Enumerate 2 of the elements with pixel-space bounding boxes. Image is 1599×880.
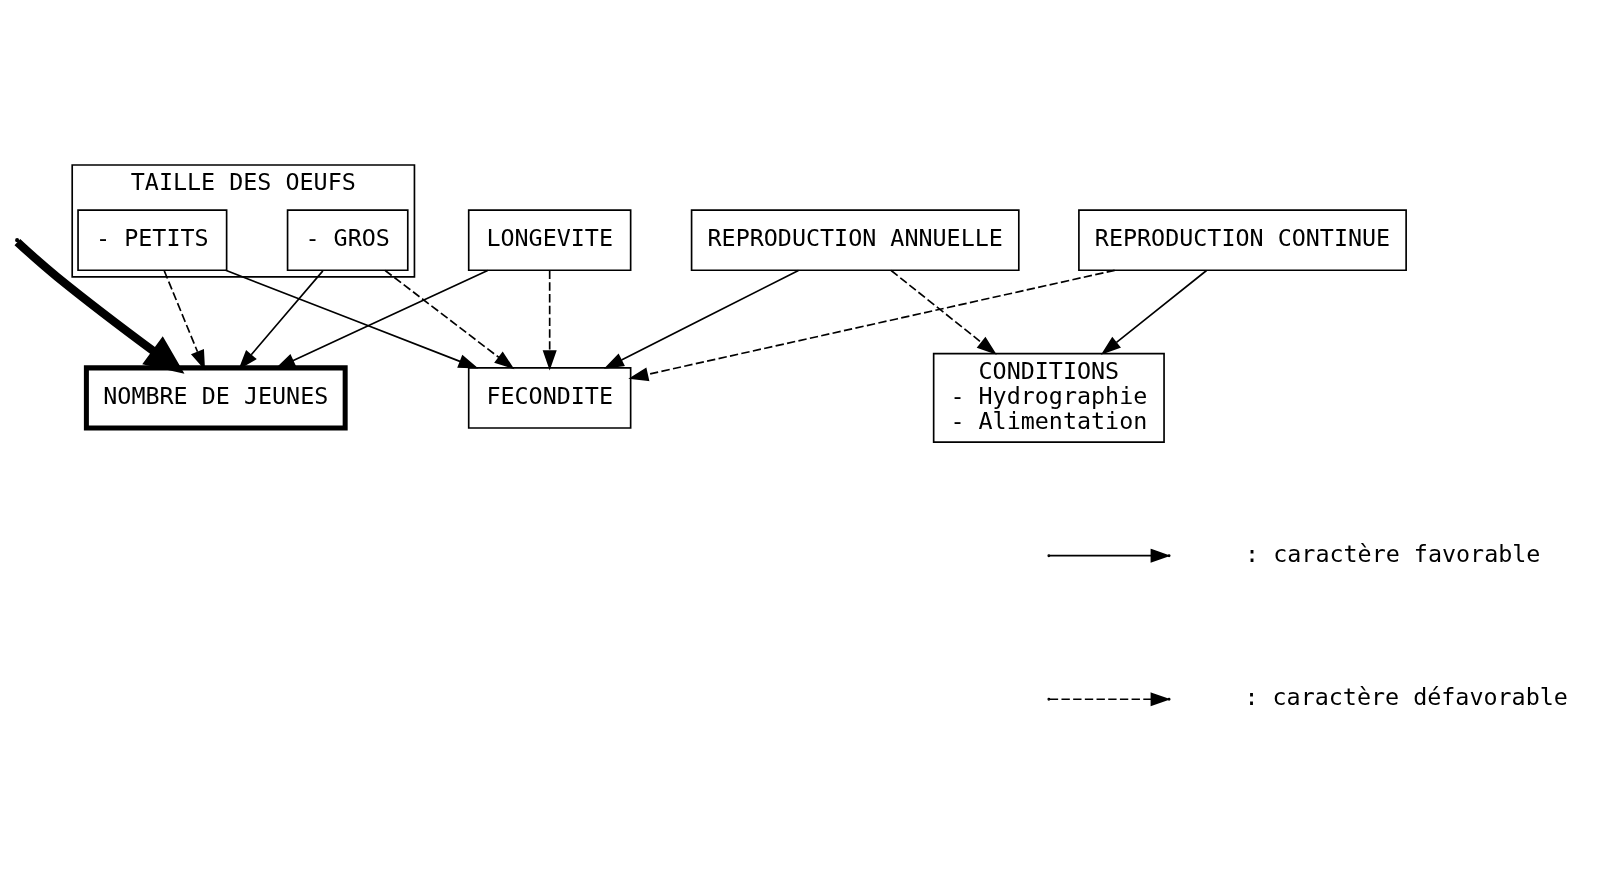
legend-label: : caractère favorable (1245, 539, 1541, 568)
legend-label: : caractère défavorable (1244, 682, 1568, 711)
